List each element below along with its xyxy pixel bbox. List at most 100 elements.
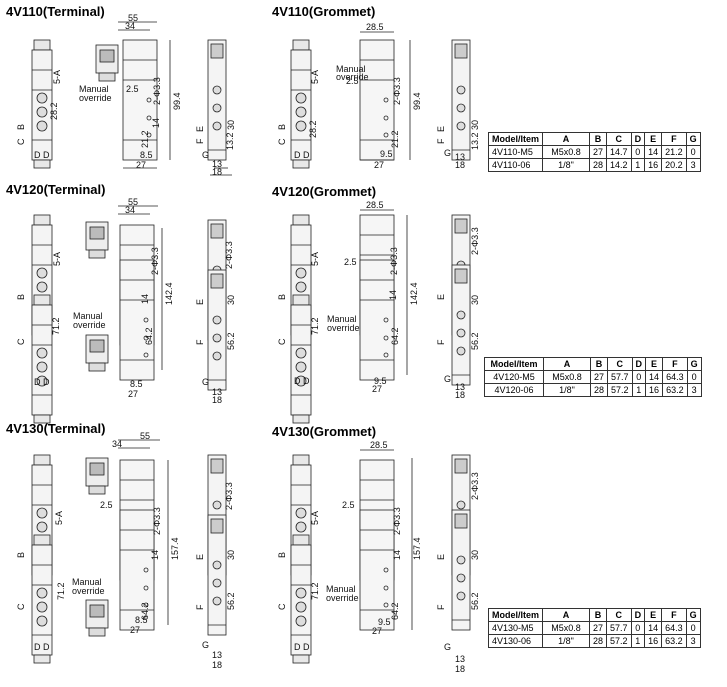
dim-label: 18: [212, 395, 222, 405]
manual-override-label: override: [327, 323, 360, 333]
section-title: 4V120(Terminal): [6, 182, 106, 197]
dim-label: 99.4: [172, 92, 182, 110]
port-label: F: [195, 138, 205, 144]
table-row: 4V120-M5 M5x0.8 27 57.7 0 14 64.3 0: [484, 370, 702, 384]
manual-override-label: Manual: [73, 311, 103, 321]
dim-label: 142.4: [164, 282, 174, 305]
manual-override-label: Manual: [326, 584, 356, 594]
manual-override-label: Manual: [72, 577, 102, 587]
port-label: D: [34, 377, 41, 387]
table-cell: M5x0.8: [542, 621, 591, 635]
port-label: D: [294, 376, 301, 386]
port-label: G: [202, 150, 209, 160]
dim-label: 55: [128, 13, 138, 23]
port-label: G: [444, 148, 451, 158]
table-header: C: [606, 608, 632, 622]
table-cell: 16: [644, 634, 663, 648]
dim-label: 28.5: [366, 200, 384, 210]
table-cell: 1/8": [543, 383, 591, 397]
table-row: 4V130-06 1/8" 28 57.2 1 16 63.2 3: [487, 634, 701, 648]
table-cell: 14: [644, 621, 663, 635]
port-label: C: [277, 603, 287, 610]
table-header: C: [607, 357, 633, 371]
dim-label: 27: [128, 389, 138, 399]
port-label: G: [202, 640, 209, 650]
manual-override-label: override: [72, 586, 105, 596]
table-header: G: [686, 357, 702, 371]
section-title: 4V130(Grommet): [272, 424, 377, 439]
table-cell: 3: [685, 634, 701, 648]
dim-label: 21.2: [140, 130, 150, 148]
dim-label: 9.5: [378, 617, 391, 627]
dim-label: 2-Φ3.3: [389, 247, 399, 275]
table-cell: 1: [631, 383, 647, 397]
dim-label: 18: [212, 167, 222, 177]
port-label: B: [277, 294, 287, 300]
table-header: D: [631, 357, 647, 371]
dim-label: 142.4: [409, 282, 419, 305]
table-cell: 1/8": [542, 158, 591, 172]
port-label: G: [444, 374, 451, 384]
manual-override-label: Manual: [327, 314, 357, 324]
table-header: D: [630, 608, 646, 622]
dim-label: 71.2: [51, 317, 61, 335]
dim-label: 2-Φ3.3: [224, 482, 234, 510]
port-label: F: [436, 604, 446, 610]
dim-label: 27: [372, 626, 382, 636]
table-header: G: [685, 132, 701, 146]
table-cell: M5x0.8: [543, 370, 591, 384]
table-cell: M5x0.8: [542, 145, 591, 159]
port-label: D: [303, 150, 310, 160]
dim-label: 28.2: [308, 120, 318, 138]
dim-label: 56.2: [226, 332, 236, 350]
dim-label: 9.5: [374, 376, 387, 386]
port-label: E: [436, 554, 446, 560]
dim-label: 56.2: [226, 592, 236, 610]
dim-label: 2-Φ3.3: [152, 507, 162, 535]
table-header: F: [661, 608, 687, 622]
table-cell: 57.7: [607, 370, 633, 384]
dim-label: 13.2: [470, 132, 480, 150]
dim-label: 55: [140, 431, 150, 441]
section-title: 4V110(Terminal): [6, 4, 105, 19]
table-header: G: [685, 608, 701, 622]
table-cell: 63.2: [661, 634, 687, 648]
port-label: G: [202, 377, 209, 387]
table-header: A: [543, 357, 591, 371]
port-label: 5-A: [54, 511, 64, 525]
port-label: C: [16, 603, 26, 610]
section-title: 4V120(Grommet): [272, 184, 377, 199]
table-cell: 27: [589, 621, 608, 635]
spec-table-4v110: Model/Item A B C D E F G 4V110-M5 M5x0.8…: [487, 132, 701, 172]
dim-label: 30: [470, 550, 480, 560]
table-cell: 14: [645, 370, 664, 384]
table-cell: 16: [645, 383, 664, 397]
port-label: 5-A: [310, 511, 320, 525]
table-header: F: [662, 357, 688, 371]
manual-override-label: override: [326, 593, 359, 603]
port-label: F: [195, 339, 205, 345]
dim-label: 21.2: [390, 130, 400, 148]
table-cell: 20.2: [661, 158, 687, 172]
dim-label: 13: [212, 387, 222, 397]
port-label: 5-A: [52, 252, 62, 266]
table-header: C: [606, 132, 632, 146]
port-label: D: [43, 642, 50, 652]
dim-label: 14: [388, 290, 398, 300]
dim-label: 99.4: [412, 92, 422, 110]
port-label: D: [294, 642, 301, 652]
dim-label: 28.5: [366, 22, 384, 32]
port-label: C: [277, 338, 287, 345]
table-cell: 57.2: [607, 383, 633, 397]
port-label: F: [195, 604, 205, 610]
dim-label: 8.5: [130, 379, 143, 389]
section-title: 4V110(Grommet): [272, 4, 376, 19]
dim-label: 13.2: [225, 132, 235, 150]
port-label: D: [43, 377, 50, 387]
table-row: 4V110-06 1/8" 28 14.2 1 16 20.2 3: [487, 158, 701, 172]
table-cell: 4V130-06: [487, 634, 544, 648]
port-label: 5-A: [310, 252, 320, 266]
table-header: B: [589, 608, 608, 622]
dim-label: 64.2: [390, 327, 400, 345]
dim-label: 27: [130, 625, 140, 635]
